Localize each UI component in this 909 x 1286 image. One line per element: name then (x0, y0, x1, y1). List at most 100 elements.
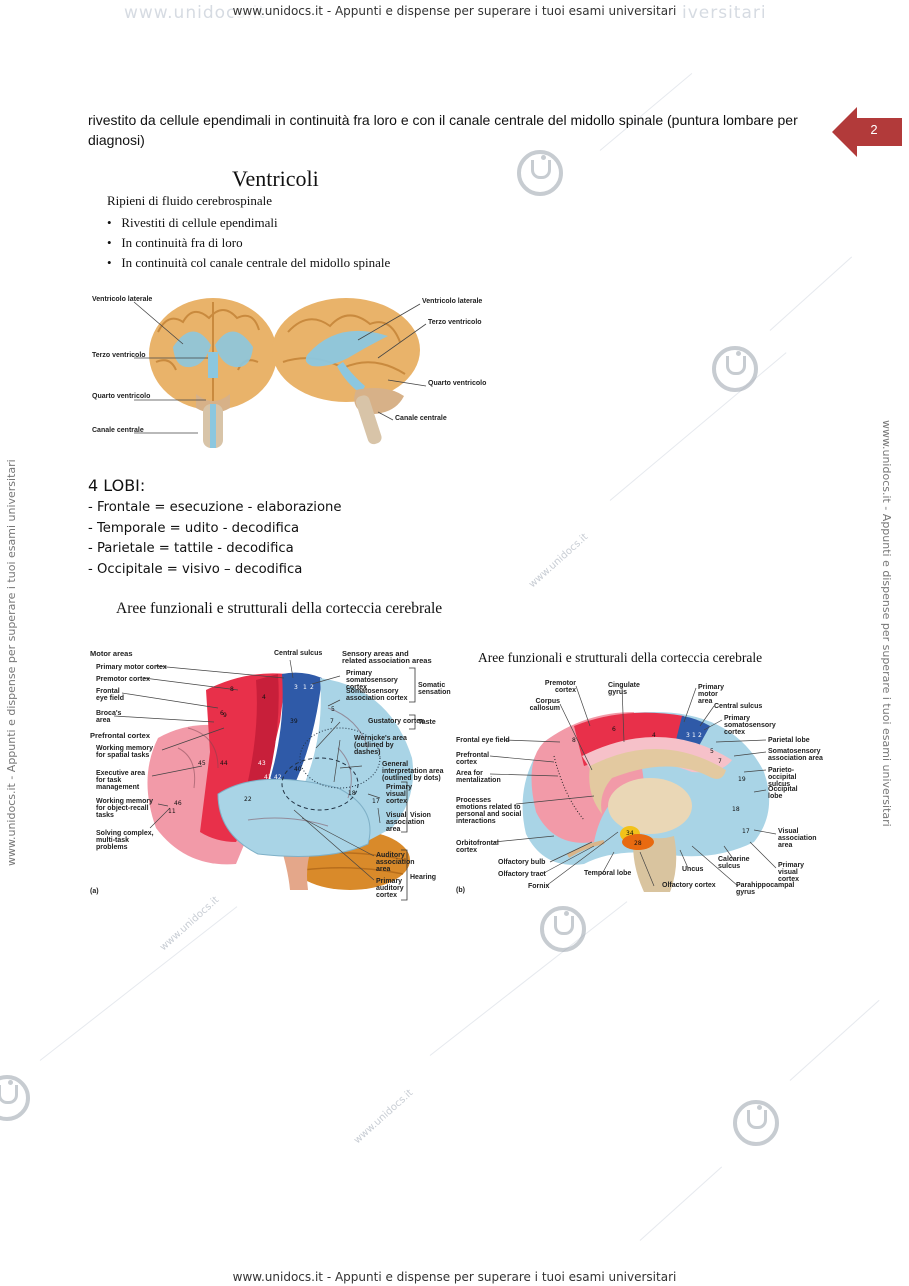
label-sensory-areas: Sensory areas and related association ar… (342, 649, 432, 665)
label-visual-association: Visual association area (386, 812, 425, 833)
label-terzo-ventricolo-left: Terzo ventricolo (92, 352, 146, 359)
cortex-a-illustration (113, 659, 416, 901)
cortex-a-title: Aree funzionali e strutturali della cort… (116, 600, 443, 617)
watermark-side-left: www.unidocs.it - Appunti e dispense per … (5, 459, 18, 866)
label-primary-visual-cortex: Primary visual cortex (386, 784, 413, 805)
label-primary-visual-cortex-b: Primary visual cortex (778, 862, 805, 883)
label-quarto-ventricolo-left: Quarto ventricolo (92, 393, 151, 400)
label-somatosensory-association: Somatosensory association cortex (346, 688, 408, 702)
label-parieto-occipital-sulcus: Parieto-occipital sulcus (768, 767, 797, 788)
label-working-memory-object: Working memory for object-recall tasks (96, 798, 154, 819)
area-number: 2 (698, 732, 702, 739)
label-primary-motor-cortex: Primary motor cortex (96, 664, 167, 671)
ventricoli-bullets: • Rivestiti di cellule ependimali • In c… (107, 213, 390, 273)
area-number: 3 (294, 684, 298, 691)
area-number: 28 (634, 840, 642, 847)
area-number: 34 (626, 830, 634, 837)
area-number: 18 (348, 790, 356, 797)
label-motor-areas: Motor areas (90, 649, 133, 658)
area-number: 2 (310, 684, 314, 691)
label-parahippocampal-gyrus: Parahippocampal gyrus (736, 882, 795, 896)
label-processes-emotions: Processes emotions related to personal a… (456, 797, 522, 825)
label-quarto-ventricolo-right: Quarto ventricolo (428, 380, 487, 387)
watermark-footer: www.unidocs.it - Appunti e dispense per … (0, 1270, 909, 1284)
label-canale-centrale-right: Canale centrale (395, 415, 447, 422)
figure-tag-b: (b) (456, 887, 465, 894)
area-number: 3 (686, 732, 690, 739)
label-executive-area: Executive area for task management (96, 770, 146, 791)
area-number: 46 (174, 800, 182, 807)
area-number: 4 (262, 694, 266, 701)
label-wernickes-area: Wernicke's area (outlined by dashes) (354, 735, 407, 756)
label-olfactory-cortex: Olfactory cortex (662, 882, 716, 889)
label-parietal-lobe: Parietal lobe (768, 737, 810, 744)
area-number: 5 (331, 706, 335, 713)
label-prefrontal-cortex-b: Prefrontal cortex (456, 752, 490, 766)
lobi-heading: 4 LOBI: (88, 476, 146, 495)
area-number: 11 (168, 808, 176, 815)
label-orbitofrontal-cortex: Orbitofrontal cortex (456, 840, 499, 854)
ventricoli-figure: Ventricoli Ripieni di fluido cerebrospin… (88, 162, 508, 452)
label-gustatory-cortex: Gustatory cortex (368, 718, 425, 725)
label-corpus-callosum: Corpus callosum (529, 698, 560, 712)
area-number: 39 (290, 718, 298, 725)
label-canale-centrale-left: Canale centrale (92, 427, 144, 434)
list-item: • In continuità col canale centrale del … (107, 255, 391, 270)
bracket-taste: Taste (418, 719, 436, 726)
label-fornix: Fornix (528, 883, 550, 890)
area-number: 45 (198, 760, 206, 767)
watermark-faint-right: iversitari (682, 3, 767, 23)
label-primary-motor-area: Primary motor area (698, 684, 725, 705)
page-arrow-icon (832, 107, 902, 157)
watermark-diag-1: www.unidocs.it (527, 531, 591, 591)
page-number-tab: 2 (832, 107, 902, 157)
label-central-sulcus: Central sulcus (274, 650, 323, 657)
cortex-b-title: Aree funzionali e strutturali della cort… (478, 650, 763, 665)
label-brocas-area: Broca's area (96, 710, 122, 724)
list-item: - Parietale = tattile - decodifica (88, 541, 294, 556)
list-item: • In continuità fra di loro (107, 235, 243, 250)
area-number: 8 (572, 737, 576, 744)
label-occipital-lobe: Occipital lobe (768, 786, 798, 800)
label-premotor-cortex: Premotor cortex (96, 676, 151, 683)
label-terzo-ventricolo-right: Terzo ventricolo (428, 319, 482, 326)
watermark-header-text: www.unidocs.it - Appunti e dispense per … (232, 4, 677, 18)
area-number: 7 (718, 758, 722, 765)
list-item: - Frontale = esecuzione - elaborazione (88, 500, 342, 515)
area-number: 18 (732, 806, 740, 813)
unidocs-logo-icon (540, 906, 586, 952)
label-primary-somatosensory-b: Primary somatosensory cortex (724, 715, 776, 736)
area-number: 40 (294, 766, 302, 773)
label-visual-association-b: Visual association area (778, 828, 817, 849)
area-number: 6 (220, 710, 224, 717)
area-number: 17 (372, 798, 380, 805)
label-ventricolo-laterale-left: Ventricolo laterale (92, 296, 153, 303)
area-number: 43 (258, 760, 266, 767)
page-number: 2 (870, 122, 878, 137)
area-number: 17 (742, 828, 750, 835)
label-central-sulcus-b: Central sulcus (714, 703, 763, 710)
area-number: 6 (612, 726, 616, 733)
area-number: 4 (652, 732, 656, 739)
unidocs-logo-icon (712, 346, 758, 392)
area-number: 5 (710, 748, 714, 755)
label-primary-auditory: Primary auditory cortex (376, 878, 404, 899)
label-olfactory-tract: Olfactory tract (498, 871, 546, 878)
area-number: 41 (264, 774, 272, 781)
label-auditory-association: Auditory association area (376, 852, 415, 873)
label-uncus: Uncus (682, 866, 704, 873)
bracket-somatic-sensation: Somatic sensation (418, 682, 451, 696)
bracket-vision: Vision (410, 812, 431, 819)
unidocs-logo-icon (733, 1100, 779, 1146)
area-number: 44 (220, 760, 228, 767)
label-area-mentalization: Area for mentalization (456, 770, 501, 784)
watermark-footer-text: www.unidocs.it - Appunti e dispense per … (232, 1270, 677, 1284)
area-number: 42 (274, 774, 282, 781)
label-working-memory-spatial: Working memory for spatial tasks (96, 745, 154, 759)
watermark-side-right: www.unidocs.it - Appunti e dispense per … (880, 420, 893, 827)
area-number: 9 (223, 712, 227, 719)
area-number: 1 (303, 684, 307, 691)
label-prefrontal-cortex: Prefrontal cortex (90, 731, 151, 740)
area-number: 19 (738, 776, 746, 783)
figure-tag-a: (a) (90, 888, 99, 895)
